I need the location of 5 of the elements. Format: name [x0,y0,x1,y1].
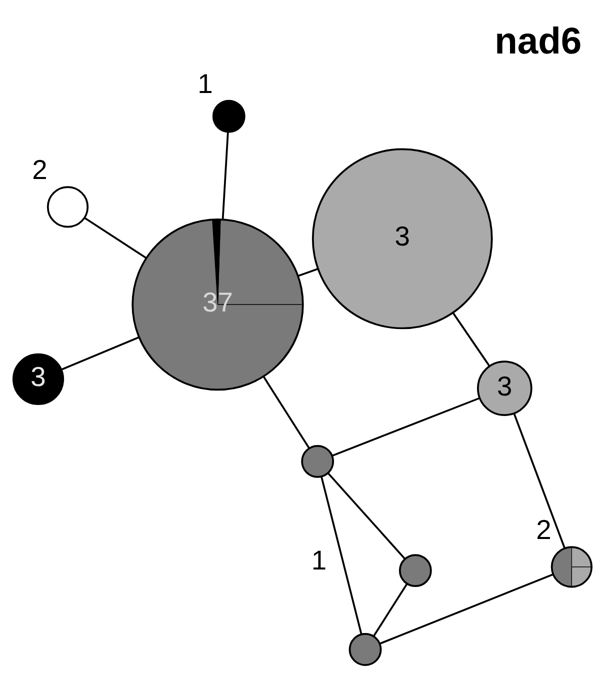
node-label: 1 [198,67,213,98]
diagram-title: nad6 [494,19,582,62]
node-label: 2 [32,154,48,185]
node-label: 2 [536,514,552,545]
label: 1 [311,544,327,576]
